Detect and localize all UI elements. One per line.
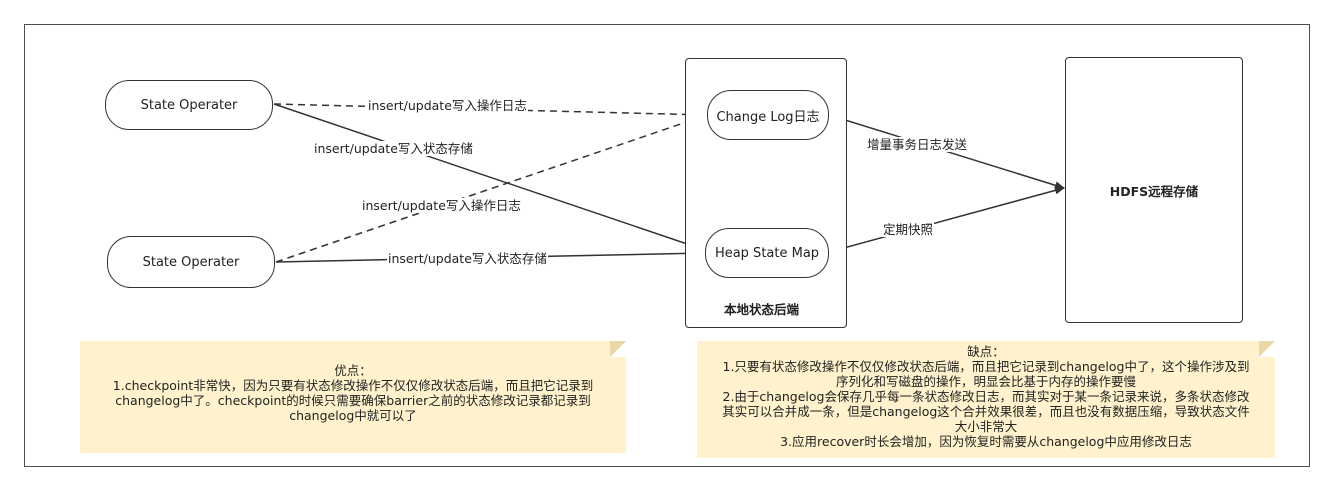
edge-label-op1-heap: insert/update写入状态存储 xyxy=(313,141,474,156)
node-label: State Operater xyxy=(142,254,240,270)
note-line: 序列化和写磁盘的操作，明显会比基于内存的操作要慢 xyxy=(835,374,1136,389)
group-title: 本地状态后端 xyxy=(724,302,800,317)
pros-note: 优点： 1.checkpoint非常快，因为只要有状态修改操作不仅仅修改状态后端… xyxy=(80,341,626,453)
note-line: 1.只要有状态修改操作不仅仅修改状态后端，而且把它记录到changelog中了，… xyxy=(722,359,1250,374)
note-line: changelog中了。checkpoint的时候只需要确保barrier之前的… xyxy=(115,393,591,408)
node-label: State Operater xyxy=(140,97,238,113)
cons-note: 缺点： 1.只要有状态修改操作不仅仅修改状态后端，而且把它记录到changelo… xyxy=(697,341,1275,458)
note-line: 1.checkpoint非常快，因为只要有状态修改操作不仅仅修改状态后端，而且把… xyxy=(112,378,594,393)
note-line: 其实可以合并成一条，但是changelog这个合并效果很差，而且也没有数据压缩，… xyxy=(722,404,1250,419)
note-line: 大小非常大 xyxy=(954,419,1018,434)
note-line: 2.由于changelog会保存几乎每一条状态修改日志，而其实对于某一条记录来说… xyxy=(722,389,1250,404)
note-line: 缺点： xyxy=(967,344,1005,359)
node-label: Change Log日志 xyxy=(716,109,820,125)
hdfs-node: HDFS远程存储 xyxy=(1065,57,1243,323)
state-operater-node-2: State Operater xyxy=(107,236,275,288)
edge-label-heap-hdfs: 定期快照 xyxy=(882,222,935,237)
note-line: 优点： xyxy=(334,363,372,378)
diagram-frame xyxy=(24,24,1310,467)
node-label: Heap State Map xyxy=(714,245,820,261)
edge-label-op2-changelog: insert/update写入操作日志 xyxy=(361,198,522,213)
node-label: HDFS远程存储 xyxy=(1109,183,1199,199)
change-log-node: Change Log日志 xyxy=(707,90,829,140)
state-operater-node-1: State Operater xyxy=(105,80,273,130)
note-fold-icon xyxy=(610,341,626,357)
note-fold-icon xyxy=(1259,341,1275,357)
edge-op2-changelog xyxy=(275,114,708,263)
note-line: changelog中就可以了 xyxy=(289,408,417,423)
heap-state-map-node: Heap State Map xyxy=(705,228,829,278)
edge-op1-heap xyxy=(273,103,706,251)
edge-label-changelog-hdfs: 增量事务日志发送 xyxy=(866,137,969,152)
edge-label-op2-heap: insert/update写入状态存储 xyxy=(387,251,548,266)
note-line: 3.应用recover时长会增加，因为恢复时需要从changelog中应用修改日… xyxy=(780,434,1192,449)
edge-label-op1-changelog: insert/update写入操作日志 xyxy=(367,98,528,113)
edge-heap-hdfs xyxy=(828,186,1065,253)
